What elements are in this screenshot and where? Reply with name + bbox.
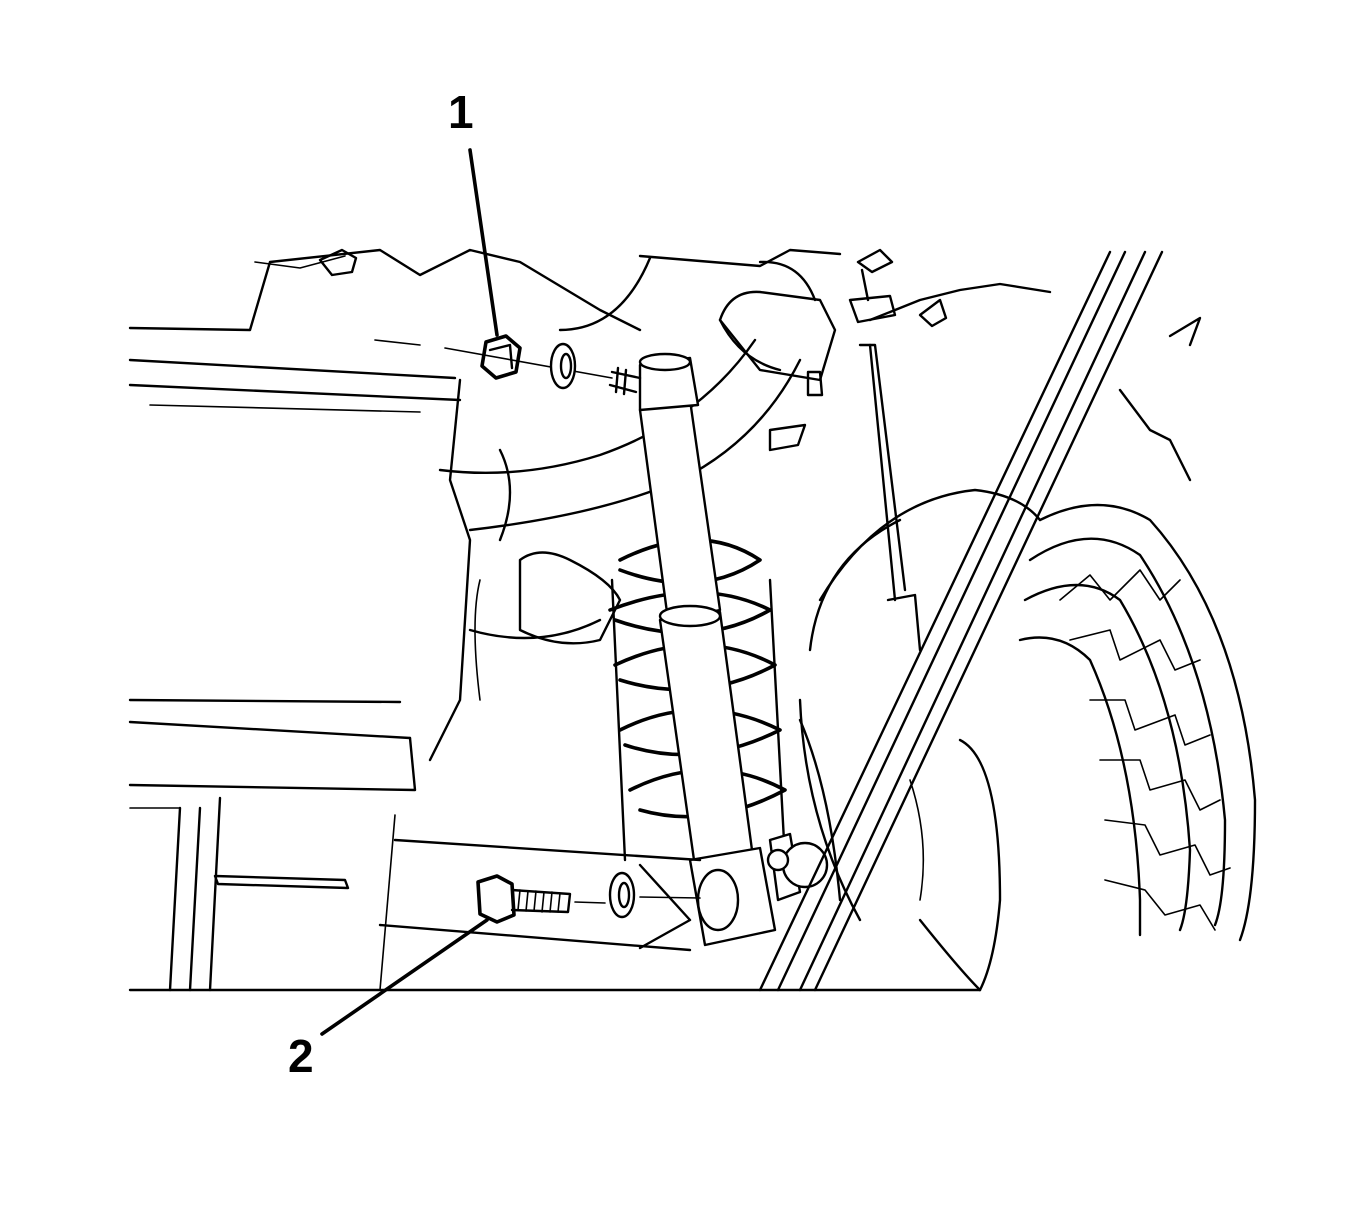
leader-lines	[320, 148, 499, 1036]
trailing-rail	[758, 250, 1164, 992]
upper-control-arm	[428, 260, 837, 762]
callout-1-leader	[468, 148, 499, 337]
shock-absorber	[608, 352, 777, 947]
tire	[1018, 503, 1257, 942]
callout-1-label: 1	[448, 86, 474, 138]
vehicle-underbody	[128, 248, 1202, 992]
brake-rotor	[798, 488, 1042, 992]
callout-2-leader	[320, 918, 489, 1036]
lower-control-arm	[378, 832, 829, 952]
callout-2-hardware	[476, 871, 701, 924]
callout-2-label: 2	[288, 1030, 314, 1082]
callout-1-hardware	[374, 334, 613, 390]
